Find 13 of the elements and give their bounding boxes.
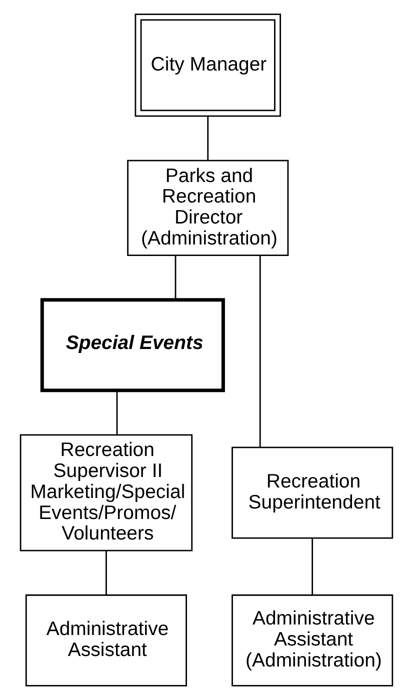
connector: [259, 256, 261, 448]
node-box: Administrative Assistant: [25, 594, 187, 686]
connector: [312, 538, 314, 595]
connector: [116, 390, 118, 435]
node-box: Parks and Recreation Director (Administration): [127, 160, 289, 256]
connector: [207, 116, 209, 160]
node-box: Administrative Assistant (Administration): [232, 594, 394, 686]
node-box: City Manager: [134, 14, 282, 117]
node-box: Special Events: [40, 298, 225, 392]
connector: [106, 550, 107, 595]
node-box: Recreation Superintendent: [232, 446, 394, 539]
connector: [174, 256, 176, 300]
node-box: Recreation Supervisor II Marketing/Special Events/Promos/ Volunteers: [20, 434, 193, 552]
